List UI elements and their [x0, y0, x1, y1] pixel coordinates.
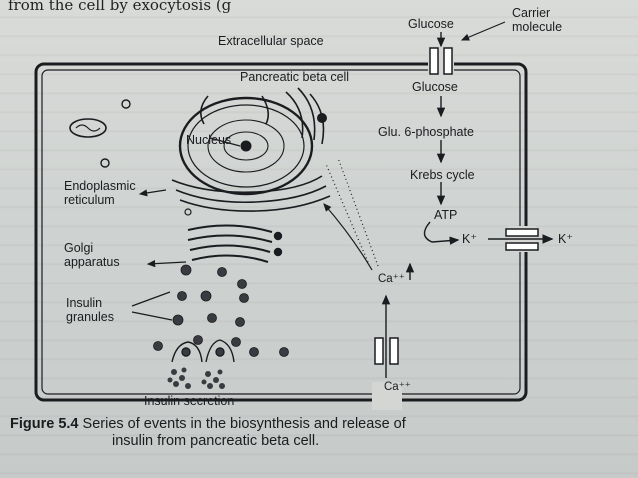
label-glu6p: Glu. 6-phosphate	[378, 125, 474, 139]
label-insulin-secretion: Insulin secretion	[144, 394, 235, 408]
carrier-pointer	[460, 21, 506, 41]
label-er-line1: Endoplasmic	[64, 179, 136, 193]
label-granules-line2: granules	[66, 310, 114, 324]
label-granules-line1: Insulin	[66, 296, 103, 310]
glucose-channel	[428, 32, 454, 76]
label-golgi-line2: apparatus	[64, 255, 120, 269]
label-pancreatic-beta-cell: Pancreatic beta cell	[240, 70, 350, 84]
insulin-granules	[153, 264, 289, 357]
label-nucleus: Nucleus	[186, 133, 232, 147]
endoplasmic-reticulum	[171, 87, 331, 212]
label-ca-inside: Ca⁺⁺	[378, 273, 405, 285]
label-extracellular-space: Extracellular space	[218, 34, 324, 48]
calcium-action-arrows	[323, 157, 379, 271]
label-glucose-outside: Glucose	[408, 17, 454, 31]
top-text-fragment: from the cell by exocytosis (g	[8, 0, 232, 14]
label-golgi-line1: Golgi	[64, 241, 94, 255]
pathway-arrows	[423, 96, 460, 245]
label-krebs-cycle: Krebs cycle	[410, 168, 475, 182]
label-carrier-line2: molecule	[512, 20, 563, 34]
cytoplasm-vesicles	[69, 99, 327, 216]
label-er-line2: reticulum	[64, 193, 115, 207]
figure-number: Figure 5.4	[10, 416, 79, 432]
golgi-apparatus	[187, 224, 283, 263]
figure-caption: Figure 5.4 Series of events in the biosy…	[10, 416, 636, 450]
nucleus	[178, 96, 314, 196]
label-carrier-line1: Carrier	[512, 6, 551, 20]
label-glucose-inside: Glucose	[412, 80, 458, 94]
label-leaders	[131, 137, 241, 321]
label-k-inside: K⁺	[462, 232, 477, 246]
exocytosis-sites	[167, 339, 235, 389]
caption-line2: insulin from pancreatic beta cell.	[112, 433, 320, 449]
potassium-channel	[488, 226, 554, 252]
label-k-outside: K⁺	[558, 232, 573, 246]
label-ca-outside: Ca⁺⁺	[384, 381, 411, 393]
label-atp: ATP	[434, 208, 458, 222]
calcium-channel	[372, 262, 415, 410]
caption-line1: Series of events in the biosynthesis and…	[82, 416, 406, 432]
